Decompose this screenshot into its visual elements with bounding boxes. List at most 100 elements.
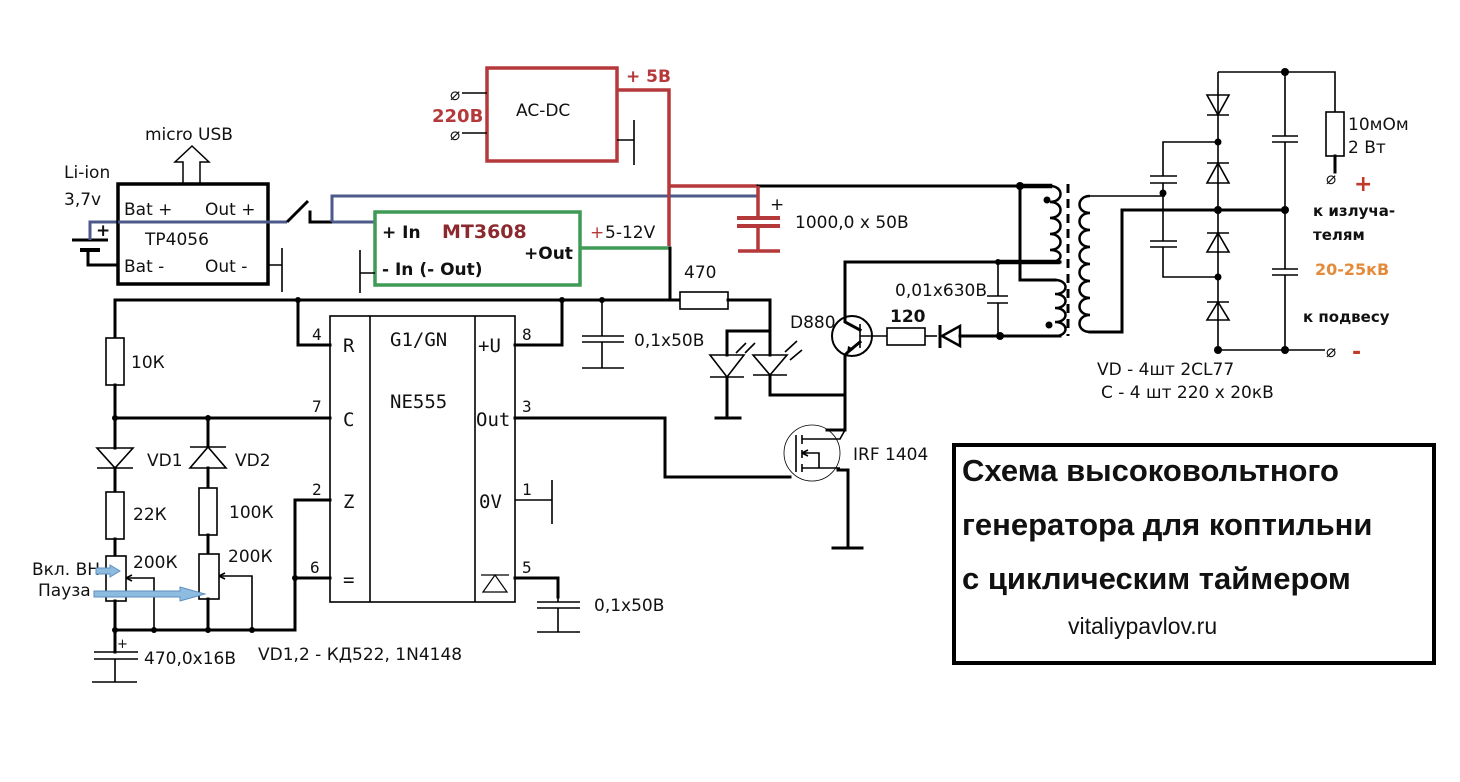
secondary-coil [1078, 194, 1091, 334]
title-line-3: с циклическим таймером [962, 561, 1351, 596]
transistor-label: D880 [790, 313, 836, 333]
main-cap-value: 1000,0 x 50В [795, 213, 909, 233]
minus-sign: - [1352, 340, 1361, 365]
snubber-cap-label: 0,01х630В [895, 281, 987, 301]
website-label: vitaliypavlov.ru [1068, 613, 1217, 639]
boost-converter-section: + In MT3608 +Out - In (- Out) + 5-12V [359, 210, 670, 293]
diode-note: VD1,2 - КД522, 1N4148 [258, 645, 462, 665]
battery-plus-sign: + [96, 221, 110, 241]
to-suspension: к подвесу [1303, 308, 1390, 326]
ac-dc-section: AC-DC 220В ⌀ ⌀ + 5В [432, 66, 758, 246]
vd-note: VD - 4шт 2CL77 [1097, 360, 1234, 380]
tp4056-bat-minus: Bat - [124, 257, 164, 277]
hv-transformer [997, 182, 1287, 338]
battery-charger-section: micro USB Li-ion 3,7v + Bat + Out + TP40… [64, 125, 670, 292]
battery-type-label: Li-ion [64, 163, 110, 183]
led-icon [751, 354, 789, 377]
diode-base [939, 323, 962, 349]
boost-out-sign: + [590, 223, 604, 243]
ne555-name: NE555 [390, 391, 447, 413]
resistor-120 [886, 327, 926, 346]
vd2-label: VD2 [235, 451, 271, 471]
mosfet-label: IRF 1404 [853, 445, 928, 465]
resistor-10mohm [1325, 111, 1345, 157]
cap-pin5-value: 0,1х50В [594, 596, 664, 616]
cap-pin8: 0,1х50В [582, 300, 704, 369]
r-led-label: 470 [684, 263, 716, 283]
tp4056-out-plus: Out + [205, 200, 255, 220]
title-line-1: Схема высоковольтного [962, 453, 1339, 488]
pin-8-name: +U [478, 335, 501, 357]
pin-7-name: C [343, 409, 354, 431]
pin-6-number: 6 [310, 558, 320, 577]
pot2-label: 200К [228, 547, 273, 567]
resistor-100k [198, 487, 218, 536]
mt3608-in-minus: - In (- Out) [382, 260, 483, 280]
main-cap-plus: + [770, 195, 784, 215]
ac-dc-name: AC-DC [516, 101, 570, 121]
ne555-body [329, 315, 516, 603]
resistor-22k [105, 491, 125, 540]
vd1-label: VD1 [147, 451, 183, 471]
battery-icon [72, 220, 120, 267]
primary-coil-2 [1054, 278, 1067, 338]
cap-pin5: 0,1х50В [537, 596, 664, 633]
pin-4-number: 4 [312, 325, 322, 344]
pot2-function-label: Пауза [38, 581, 91, 601]
pot1-function-label: Вкл. ВН [32, 560, 100, 580]
pin-3-name: Out [476, 409, 510, 431]
timing-network: 10К VD1 22К VD2 100К 200К 200К [32, 337, 462, 683]
title-block: Схема высоковольтного генератора для коп… [952, 443, 1436, 665]
pot-pause[interactable] [198, 553, 220, 600]
primary-coil-1 [1049, 184, 1062, 264]
ac-terminal-1-icon: ⌀ [450, 85, 460, 105]
ne555-timer: G1/GN NE555 4 R 7 C 2 Z 6 = 8 +U 3 Out 1… [113, 298, 792, 603]
minus-terminal-icon: ⌀ [1326, 342, 1336, 362]
ac-dc-module [485, 66, 619, 163]
pot1-label: 200К [133, 553, 178, 573]
boost-out-voltage: 5-12V [605, 223, 656, 243]
usb-arrow-icon [173, 144, 211, 183]
pin-1-number: 1 [522, 480, 532, 499]
pin-3-number: 3 [522, 397, 532, 416]
pin-8-number: 8 [522, 325, 532, 344]
multiplier-diodes [1205, 94, 1231, 321]
r-vd1-label: 22К [133, 505, 167, 525]
r-vd2-label: 100К [229, 503, 274, 523]
voltage-multiplier: 10мОм 2 Вт ⌀ + ⌀ - к излуча- телям 20-25… [1097, 68, 1409, 403]
resistor-10k [105, 337, 125, 386]
mt3608-name: MT3608 [442, 221, 527, 243]
pin-5-number: 5 [522, 558, 532, 577]
pause-arrow-icon [93, 586, 207, 602]
tp4056-out-minus: Out - [205, 257, 247, 277]
tp4056-name: TP4056 [144, 230, 209, 250]
r-base-label: 120 [890, 307, 926, 327]
ac-input-label: 220В [432, 106, 483, 127]
plus-sign: + [1354, 172, 1372, 197]
timing-cap-plus: + [117, 637, 128, 652]
to-emitters-2: телям [1313, 226, 1365, 244]
pin-6-name: = [343, 569, 354, 591]
on-time-arrow-icon [95, 564, 121, 578]
usb-label: micro USB [145, 125, 233, 145]
title-frame [952, 443, 1436, 665]
pin-7-number: 7 [312, 397, 322, 416]
tp4056-bat-plus: Bat + [124, 200, 172, 220]
c-note: С - 4 шт 220 х 20кВ [1101, 383, 1274, 403]
pin-1-name: 0V [479, 491, 502, 513]
power-switch[interactable] [285, 199, 310, 224]
pin-2-name: Z [343, 491, 354, 513]
r-out-value: 10мОм [1348, 115, 1409, 135]
ac-terminal-2-icon: ⌀ [450, 125, 460, 145]
plus-terminal-icon: ⌀ [1326, 169, 1336, 189]
to-emitters-1: к излуча- [1313, 202, 1395, 220]
r-top-label: 10К [131, 353, 165, 373]
ac-dc-output-label: + 5В [626, 67, 671, 87]
tp4056-module [116, 182, 270, 286]
mt3608-out-plus: +Out [524, 244, 573, 264]
r-out-power: 2 Вт [1348, 138, 1386, 158]
timing-cap-value: 470,0х16В [144, 649, 236, 669]
resistor-470 [679, 291, 729, 310]
cap-pin8-value: 0,1х50В [634, 331, 704, 351]
